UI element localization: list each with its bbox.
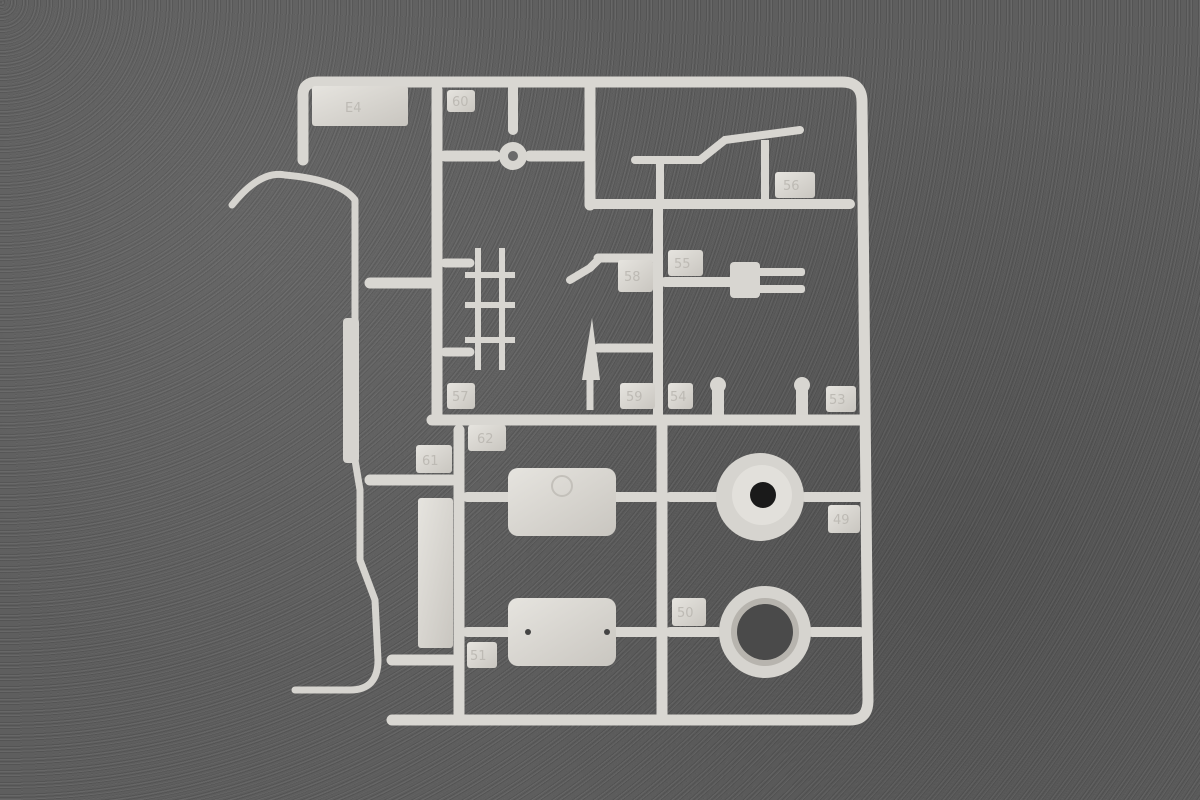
part-55-clamp-bracket <box>730 262 805 298</box>
sprue-frame <box>297 76 874 726</box>
part-56-bent-rod <box>631 126 804 164</box>
svg-text:49: 49 <box>833 513 850 528</box>
part-57-ladder <box>465 248 515 370</box>
part-62-tank <box>508 468 616 536</box>
svg-text:59: 59 <box>626 390 643 405</box>
svg-text:56: 56 <box>783 179 800 194</box>
part-number-tabs: 60 56 58 55 57 59 54 53 62 61 51 49 50 <box>416 90 860 668</box>
svg-text:51: 51 <box>470 649 487 664</box>
part-58-lever <box>566 254 604 284</box>
part-51-tank <box>508 598 616 666</box>
part-61-side-plate <box>418 498 453 648</box>
svg-text:57: 57 <box>452 390 469 405</box>
svg-text:61: 61 <box>422 454 439 469</box>
svg-text:53: 53 <box>829 393 846 408</box>
part-59-spike <box>582 318 600 380</box>
svg-text:55: 55 <box>674 257 691 272</box>
sprue-tag <box>312 86 408 126</box>
svg-text:62: 62 <box>477 432 494 447</box>
svg-text:54: 54 <box>670 390 687 405</box>
part-60-cross-fitting <box>499 142 527 170</box>
knob-parts <box>710 377 810 415</box>
tag-label: E4 <box>345 101 362 116</box>
part-49-wheel-hub <box>716 453 804 541</box>
svg-text:50: 50 <box>677 606 694 621</box>
svg-text:58: 58 <box>624 270 641 285</box>
svg-text:60: 60 <box>452 95 469 110</box>
part-50-wheel-ring <box>719 586 811 678</box>
exhaust-pipe-part <box>228 170 382 694</box>
